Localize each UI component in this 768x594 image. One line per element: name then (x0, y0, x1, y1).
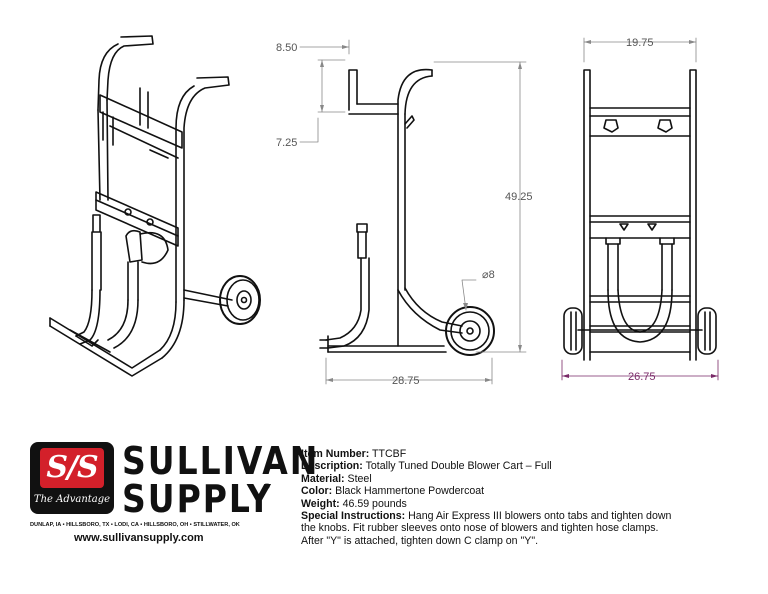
spec-value: Steel (347, 472, 372, 485)
company-website-link[interactable]: www.sullivansupply.com (74, 532, 204, 544)
dim-overall-height: 49.25 (505, 191, 533, 203)
spec-value: 46.59 pounds (342, 497, 407, 510)
dim-side-length: 28.75 (392, 375, 420, 387)
isometric-view (49, 35, 261, 377)
dimension-lines-wheel (561, 359, 719, 381)
company-locations: DUNLAP, IA • HILLSBORO, TX • LODI, CA • … (30, 522, 240, 528)
spec-label: Weight: (301, 497, 340, 510)
spec-description: Description: Totally Tuned Double Blower… (301, 460, 741, 472)
spec-color: Color: Black Hammertone Powdercoat (301, 485, 741, 497)
spec-weight: Weight: 46.59 pounds (301, 498, 741, 510)
spec-value: Black Hammertone Powdercoat (335, 485, 485, 498)
spec-label: Color: (301, 485, 333, 498)
logo-badge: S/S The Advantage (30, 442, 114, 514)
dim-side-top: 8.50 (276, 42, 297, 54)
company-logo: S/S The Advantage SULLIVAN SUPPLY ® DUNL… (30, 442, 317, 552)
registered-mark: ® (264, 482, 270, 491)
dimension-lines (299, 37, 697, 385)
dimension-arrows (320, 40, 696, 382)
spec-value: Hang Air Express III blowers onto tabs a… (408, 510, 672, 523)
spec-label: Material: (301, 472, 345, 485)
product-specs: Item Number: TTCBF Description: Totally … (301, 448, 741, 547)
side-view (319, 68, 495, 356)
spec-label: Description: (301, 460, 363, 473)
spec-special-line3: After "Y" is attached, tighten down C cl… (301, 534, 539, 547)
dim-front-wheel-width: 26.75 (628, 371, 656, 383)
spec-label: Special Instructions: (301, 510, 406, 523)
brand-name-line2: SUPPLY (122, 476, 273, 522)
spec-material: Material: Steel (301, 473, 741, 485)
spec-value: TTCBF (372, 448, 407, 460)
spec-special-instructions: Special Instructions: Hang Air Express I… (301, 510, 741, 522)
spec-value: Totally Tuned Double Blower Cart – Full (365, 460, 552, 473)
dim-wheel-diameter: ⌀8 (482, 269, 495, 281)
logo-tagline: The Advantage (33, 494, 111, 505)
spec-item-number: Item Number: TTCBF (301, 448, 741, 460)
dim-side-second: 7.25 (276, 137, 297, 149)
logo-initials: S/S (40, 448, 104, 488)
front-view (563, 69, 717, 361)
spec-label: Item Number: (301, 448, 370, 460)
dim-front-top-width: 19.75 (626, 37, 654, 49)
spec-special-line2: the knobs. Fit rubber sleeves onto nose … (301, 522, 659, 535)
dimension-arrows-wheel (562, 374, 718, 378)
brand-name-line1: SULLIVAN (122, 438, 320, 484)
